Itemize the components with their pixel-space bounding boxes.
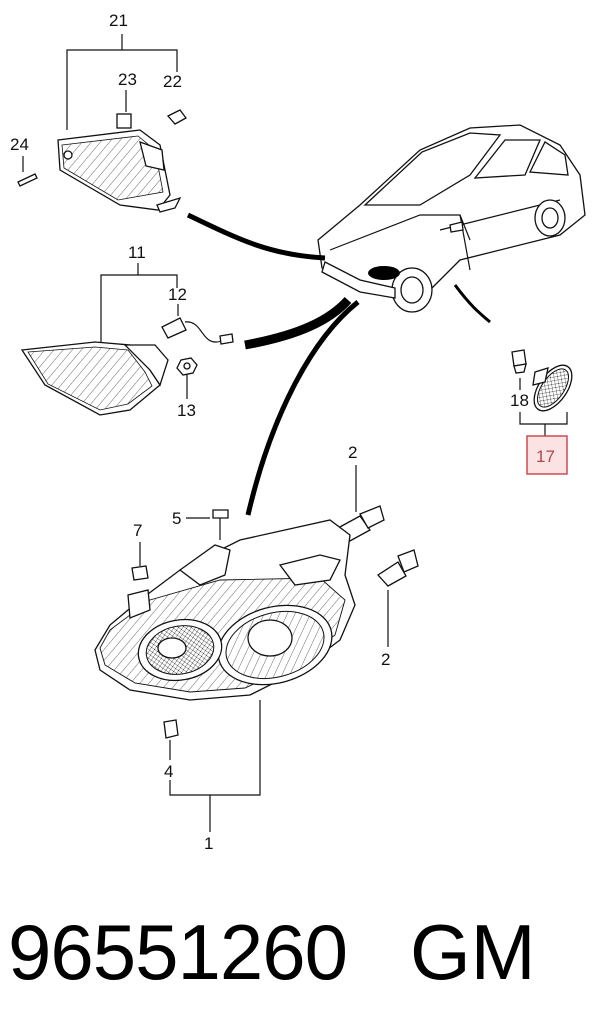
callout-4: 4 — [164, 762, 173, 781]
callout-13: 13 — [177, 401, 196, 420]
screw-part — [17, 173, 38, 187]
callout-22: 22 — [163, 72, 182, 91]
callout-1: 1 — [204, 834, 213, 853]
callout-5: 5 — [172, 509, 181, 528]
callout-2-upper: 2 — [348, 443, 357, 462]
footer: 96551260 GM — [0, 905, 600, 1000]
headlamp-assembly: 2 5 7 2 4 1 — [94, 443, 419, 853]
callout-7: 7 — [133, 521, 142, 540]
part-number: 96551260 — [8, 908, 348, 996]
callout-24: 24 — [10, 135, 29, 154]
callout-23: 23 — [118, 70, 137, 89]
side-marker-assembly: 18 17 — [510, 349, 573, 475]
highlight-box — [526, 435, 568, 475]
callout-12: 12 — [168, 285, 187, 304]
corner-lamp-assembly: 11 12 13 — [20, 243, 234, 420]
callout-18: 18 — [510, 391, 529, 410]
clip-part — [116, 113, 132, 129]
leader-strokes — [186, 212, 491, 516]
callout-17: 17 — [536, 447, 555, 466]
callout-2-lower: 2 — [381, 650, 390, 669]
brand-name: GM — [410, 908, 536, 996]
vehicle-illustration — [317, 124, 586, 313]
fog-lamp-assembly: 21 23 22 24 — [10, 11, 187, 213]
fog-bulb-part — [166, 109, 187, 125]
callout-21: 21 — [109, 11, 128, 30]
callout-11: 11 — [128, 243, 146, 262]
